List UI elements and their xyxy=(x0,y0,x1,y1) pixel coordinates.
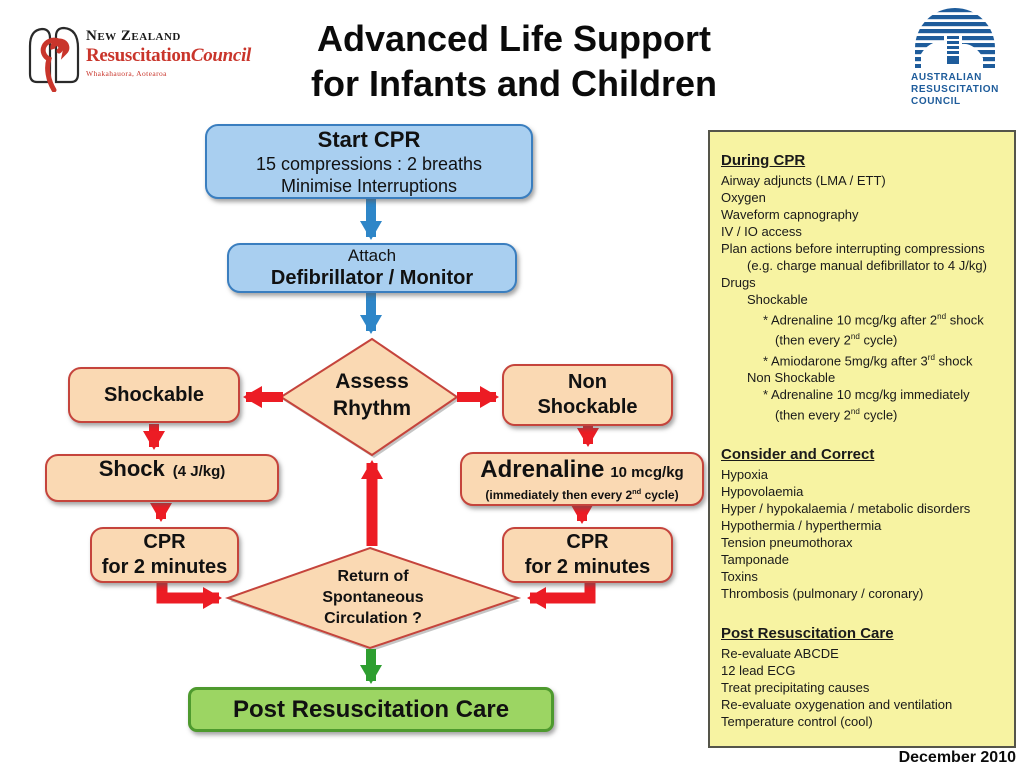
nz-logo-council: Council xyxy=(190,45,252,66)
shockable-box: Shockable xyxy=(68,367,240,423)
info-line: Toxins xyxy=(721,569,758,585)
info-section: During CPR Airway adjuncts (LMA / ETT) Oxy… xyxy=(721,152,1004,423)
info-line: (then every 2nd cycle) xyxy=(775,406,898,423)
info-line: Re-evaluate oxygenation and ventilation xyxy=(721,697,953,713)
cpr-left-line2: for 2 minutes xyxy=(101,556,228,578)
shockable-label: Shockable xyxy=(103,383,205,406)
australian-resuscitation-council-logo: AUSTRALIAN RESUSCITATION COUNCIL xyxy=(903,6,1013,118)
start-cpr-line2: 15 compressions : 2 breaths xyxy=(255,153,483,174)
assess-rhythm-label: Assess Rhythm xyxy=(280,368,464,422)
adrenaline-title: Adrenaline xyxy=(480,456,605,483)
non-shockable-line1: Non xyxy=(568,371,607,393)
info-line: Hypoxia xyxy=(721,467,768,483)
info-line: Shockable xyxy=(747,292,808,307)
adrenaline-note: (immediately then every 2nd cycle) xyxy=(485,487,679,502)
nz-logo-text: New Zealand ResuscitationCouncil Whakaha… xyxy=(86,28,251,78)
info-line: 12 lead ECG xyxy=(721,663,796,679)
attach-defibrillator-box: Attach Defibrillator / Monitor xyxy=(227,243,517,293)
info-section-title: During CPR xyxy=(721,152,806,169)
info-section-title: Post Resuscitation Care xyxy=(721,625,894,643)
info-section-title: Consider and Correct xyxy=(721,446,875,464)
attach-line2: Defibrillator / Monitor xyxy=(270,267,474,289)
nz-logo-line2: ResuscitationCouncil xyxy=(86,45,251,67)
info-line: (e.g. charge manual defibrillator to 4 J… xyxy=(747,258,987,273)
post-resuscitation-care-box: Post Resuscitation Care xyxy=(188,687,554,732)
start-cpr-title: Start CPR xyxy=(317,126,421,152)
cpr-left-box: CPR for 2 minutes xyxy=(90,527,239,583)
cpr-right-box: CPR for 2 minutes xyxy=(502,527,673,583)
info-line: Temperature control (cool) xyxy=(721,714,873,730)
info-line: Drugs xyxy=(721,275,756,290)
cpr-right-line2: for 2 minutes xyxy=(524,556,651,578)
info-line: Non Shockable xyxy=(747,369,836,385)
non-shockable-line2: Shockable xyxy=(537,396,638,418)
info-line: Airway adjuncts (LMA / ETT) xyxy=(721,173,886,188)
arc-dome-icon xyxy=(915,8,995,68)
info-line: * Adrenaline 10 mcg/kg after 2nd shock xyxy=(763,312,984,328)
assess-line1: Assess xyxy=(335,370,409,393)
info-line: IV / IO access xyxy=(721,224,802,239)
rosc-label: Return of Spontaneous Circulation ? xyxy=(248,566,498,629)
arrow-cprright-to-rosc xyxy=(527,583,596,609)
cpr-left-line1: CPR xyxy=(143,531,186,553)
rosc-line1: Return of xyxy=(337,568,409,585)
info-line: (then every 2nd cycle) xyxy=(775,332,898,348)
rosc-line3: Circulation ? xyxy=(324,610,422,627)
info-line: Hyper / hypokalaemia / metabolic disorde… xyxy=(721,501,971,517)
post-care-label: Post Resuscitation Care xyxy=(232,695,510,723)
nz-resuscitation-council-logo: New Zealand ResuscitationCouncil Whakaha… xyxy=(26,22,251,92)
nz-logo-line1: New Zealand xyxy=(86,28,181,44)
assess-line2: Rhythm xyxy=(332,397,412,420)
info-line: * Amiodarone 5mg/kg after 3rd shock xyxy=(763,352,973,368)
cpr-right-line1: CPR xyxy=(566,531,609,553)
page-title-line1: Advanced Life Support xyxy=(316,18,712,59)
info-line: * Adrenaline 10 mcg/kg immediately xyxy=(763,386,970,402)
nz-logo-resuscitation: Resuscitation xyxy=(86,45,191,66)
info-line: Plan actions before interrupting compres… xyxy=(721,241,985,256)
info-line: Thrombosis (pulmonary / coronary) xyxy=(721,586,924,602)
start-cpr-line3: Minimise Interruptions xyxy=(280,175,458,196)
arc-logo-line2: RESUSCITATION xyxy=(911,84,999,95)
shock-box: Shock (4 J/kg) xyxy=(45,454,279,502)
arc-logo-line1: AUSTRALIAN xyxy=(911,72,982,83)
arrow-cprleft-to-rosc xyxy=(156,582,222,609)
rosc-line2: Spontaneous xyxy=(322,589,424,606)
adrenaline-title-row: Adrenaline 10 mcg/kg xyxy=(480,456,683,484)
adrenaline-box: Adrenaline 10 mcg/kg (immediately then e… xyxy=(460,452,704,506)
start-cpr-box: Start CPR 15 compressions : 2 breaths Mi… xyxy=(205,124,533,199)
lungs-koru-icon xyxy=(28,26,80,92)
info-line: Oxygen xyxy=(721,190,766,205)
non-shockable-box: Non Shockable xyxy=(502,364,673,426)
info-line: Hypothermia / hyperthermia xyxy=(721,518,882,534)
attach-line1: Attach xyxy=(347,246,397,265)
footer-date: December 2010 xyxy=(898,749,1016,766)
info-line: Re-evaluate ABCDE xyxy=(721,646,839,662)
arc-logo-line3: COUNCIL xyxy=(911,96,961,107)
page-title: Advanced Life Support for Infants and Ch… xyxy=(214,16,814,106)
arc-logo-text: AUSTRALIAN RESUSCITATION COUNCIL xyxy=(911,72,999,108)
info-panel: During CPR Airway adjuncts (LMA / ETT) Oxy… xyxy=(708,130,1016,748)
page-title-line2: for Infants and Children xyxy=(310,63,717,104)
info-line: Tension pneumothorax xyxy=(721,535,853,551)
info-line: Treat precipitating causes xyxy=(721,680,870,696)
shock-title: Shock xyxy=(98,456,165,481)
info-panel-sections: During CPR Airway adjuncts (LMA / ETT) Oxy… xyxy=(721,152,1004,730)
info-line: Tamponade xyxy=(721,552,789,568)
info-line: Hypovolaemia xyxy=(721,484,804,500)
info-line: Waveform capnography xyxy=(721,207,859,222)
shock-dose: (4 J/kg) xyxy=(172,463,226,480)
adrenaline-dose: 10 mcg/kg xyxy=(610,464,684,481)
nz-logo-line3: Whakahauora, Aotearoa xyxy=(86,69,167,78)
